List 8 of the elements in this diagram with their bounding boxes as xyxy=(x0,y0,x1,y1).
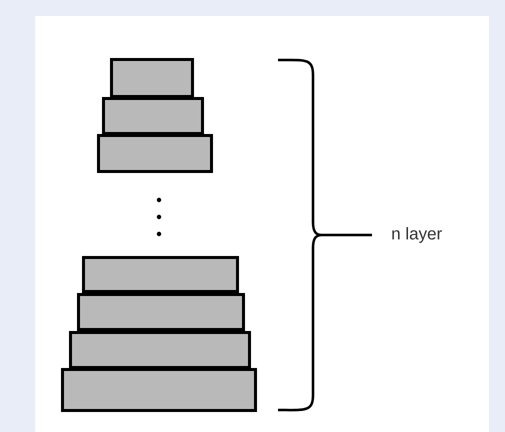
layer-block xyxy=(110,58,194,98)
layer-block xyxy=(61,368,257,412)
layer-block xyxy=(82,256,239,293)
layer-block xyxy=(69,331,251,369)
layer-block xyxy=(77,293,245,331)
layer-block xyxy=(102,97,204,135)
brace-label: n layer xyxy=(392,227,442,243)
layer-block xyxy=(97,134,213,173)
